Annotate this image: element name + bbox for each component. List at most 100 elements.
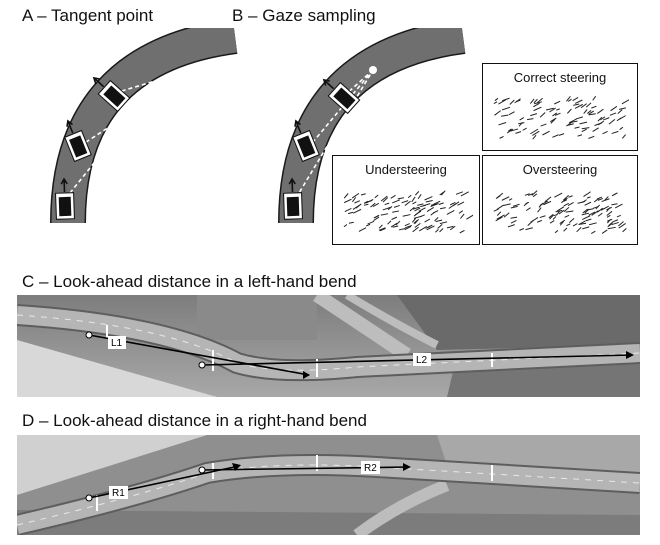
gaze-sample-mark bbox=[531, 190, 538, 196]
gaze-sample-mark bbox=[507, 128, 512, 132]
gaze-sample-mark bbox=[367, 220, 375, 225]
gaze-sample-mark bbox=[550, 117, 557, 123]
gaze-sample-mark bbox=[525, 227, 533, 231]
gaze-sample-mark bbox=[566, 223, 571, 227]
gaze-sample-mark bbox=[537, 207, 542, 213]
gaze-sample-mark bbox=[572, 97, 579, 102]
car bbox=[92, 76, 131, 113]
gaze-sample-mark bbox=[556, 108, 560, 111]
gaze-sample-mark bbox=[530, 113, 538, 117]
gaze-sample-mark bbox=[609, 112, 617, 116]
oversteering-label: Oversteering bbox=[522, 162, 598, 177]
gaze-sample-mark bbox=[508, 198, 513, 201]
panel-c-title: C – Look-ahead distance in a left-hand b… bbox=[22, 272, 357, 291]
gaze-sample-mark bbox=[449, 225, 456, 231]
gaze-sample-mark bbox=[555, 211, 560, 216]
gaze-sample-mark bbox=[439, 191, 445, 196]
gaze-sample-mark bbox=[407, 194, 412, 199]
gaze-sample-mark bbox=[510, 205, 518, 209]
gaze-sample-mark bbox=[430, 203, 438, 207]
tangent-point bbox=[200, 64, 206, 70]
gaze-sample-mark bbox=[393, 204, 400, 208]
gaze-sample-mark bbox=[512, 203, 520, 207]
gaze-scatter bbox=[343, 190, 473, 234]
gaze-sample-mark bbox=[577, 134, 583, 137]
gaze-sample-mark bbox=[358, 227, 367, 232]
gaze-sample-mark bbox=[597, 197, 604, 201]
gaze-sample-mark bbox=[382, 197, 389, 203]
gaze-sample-mark bbox=[380, 195, 388, 202]
gaze-line bbox=[307, 69, 374, 149]
gaze-sample-mark bbox=[550, 118, 556, 124]
gaze-sample-mark bbox=[493, 101, 498, 105]
gaze-sample-mark bbox=[567, 201, 574, 206]
gaze-sample-mark bbox=[401, 200, 409, 204]
gaze-sample-mark bbox=[348, 221, 354, 224]
gaze-sample-mark bbox=[409, 206, 415, 212]
gaze-sample-mark bbox=[602, 117, 610, 121]
gaze-sample-mark bbox=[352, 197, 357, 203]
gaze-sample-mark bbox=[543, 200, 552, 206]
gaze-sample-mark bbox=[596, 207, 604, 213]
gaze-sample-mark bbox=[568, 123, 574, 126]
gaze-sample-mark bbox=[567, 98, 572, 102]
gaze-sample-mark bbox=[412, 201, 417, 205]
gaze-sample-mark bbox=[455, 191, 464, 195]
gaze-sample-mark bbox=[374, 194, 379, 199]
label-r2: R2 bbox=[364, 463, 377, 474]
gaze-sample-mark bbox=[420, 204, 426, 208]
gaze-sample-mark bbox=[525, 207, 531, 212]
gaze-sample-mark bbox=[501, 106, 511, 111]
gaze-sample-mark bbox=[582, 208, 588, 214]
gaze-sample-mark bbox=[417, 194, 422, 200]
gaze-sample-mark bbox=[412, 217, 417, 223]
gaze-sample-mark bbox=[439, 221, 448, 225]
gaze-sample-mark bbox=[387, 220, 392, 225]
gaze-sample-mark bbox=[606, 210, 613, 216]
gaze-sample-mark bbox=[364, 200, 373, 204]
gaze-sample-mark bbox=[502, 97, 510, 102]
label-l2: L2 bbox=[416, 355, 428, 366]
gaze-sample-mark bbox=[539, 200, 548, 206]
gaze-sample-mark bbox=[528, 193, 534, 196]
gaze-sample-mark bbox=[591, 105, 597, 109]
aerial-photo-left-bend: L1 L2 bbox=[17, 295, 640, 397]
gaze-sample-mark bbox=[412, 226, 419, 233]
gaze-sample-mark bbox=[425, 226, 431, 229]
oversteering-box: Oversteering bbox=[482, 155, 638, 245]
gaze-sample-mark bbox=[617, 109, 623, 115]
gaze-sample-mark bbox=[501, 114, 509, 117]
gaze-sample-mark bbox=[434, 216, 439, 222]
gaze-sample-mark bbox=[510, 216, 518, 219]
gaze-sample-mark bbox=[370, 202, 376, 208]
gaze-sample-mark bbox=[438, 202, 444, 205]
gaze-sample-mark bbox=[554, 100, 561, 105]
gaze-sample-mark bbox=[460, 213, 465, 219]
gaze-sample-mark bbox=[382, 206, 391, 211]
gaze-sample-mark bbox=[566, 96, 571, 102]
gaze-sample-mark bbox=[414, 191, 420, 196]
gaze-sample-mark bbox=[524, 193, 530, 196]
gaze-sample-mark bbox=[590, 230, 596, 234]
gaze-sample-mark bbox=[519, 117, 525, 121]
gaze-sample-mark bbox=[379, 228, 386, 232]
gaze-sample-mark bbox=[392, 199, 401, 204]
gaze-sample-mark bbox=[593, 197, 601, 203]
gaze-sample-mark bbox=[618, 221, 624, 227]
gaze-sample-mark bbox=[344, 207, 352, 213]
gaze-sample-mark bbox=[572, 223, 578, 227]
car bbox=[283, 177, 303, 220]
gaze-sample-mark bbox=[503, 203, 511, 207]
gaze-sample-mark bbox=[602, 130, 608, 135]
label-r1: R1 bbox=[112, 488, 125, 499]
gaze-sample-mark bbox=[542, 130, 550, 136]
gaze-sample-mark bbox=[558, 133, 565, 136]
gaze-sample-mark bbox=[533, 102, 540, 108]
gaze-sample-mark bbox=[494, 110, 501, 116]
gaze-sample-mark bbox=[458, 210, 464, 214]
gaze-sample-mark bbox=[619, 126, 624, 131]
gaze-sample-mark bbox=[554, 230, 559, 234]
gaze-sample-mark bbox=[509, 99, 515, 105]
gaze-sample-mark bbox=[582, 215, 591, 220]
gaze-sample-mark bbox=[495, 216, 503, 222]
